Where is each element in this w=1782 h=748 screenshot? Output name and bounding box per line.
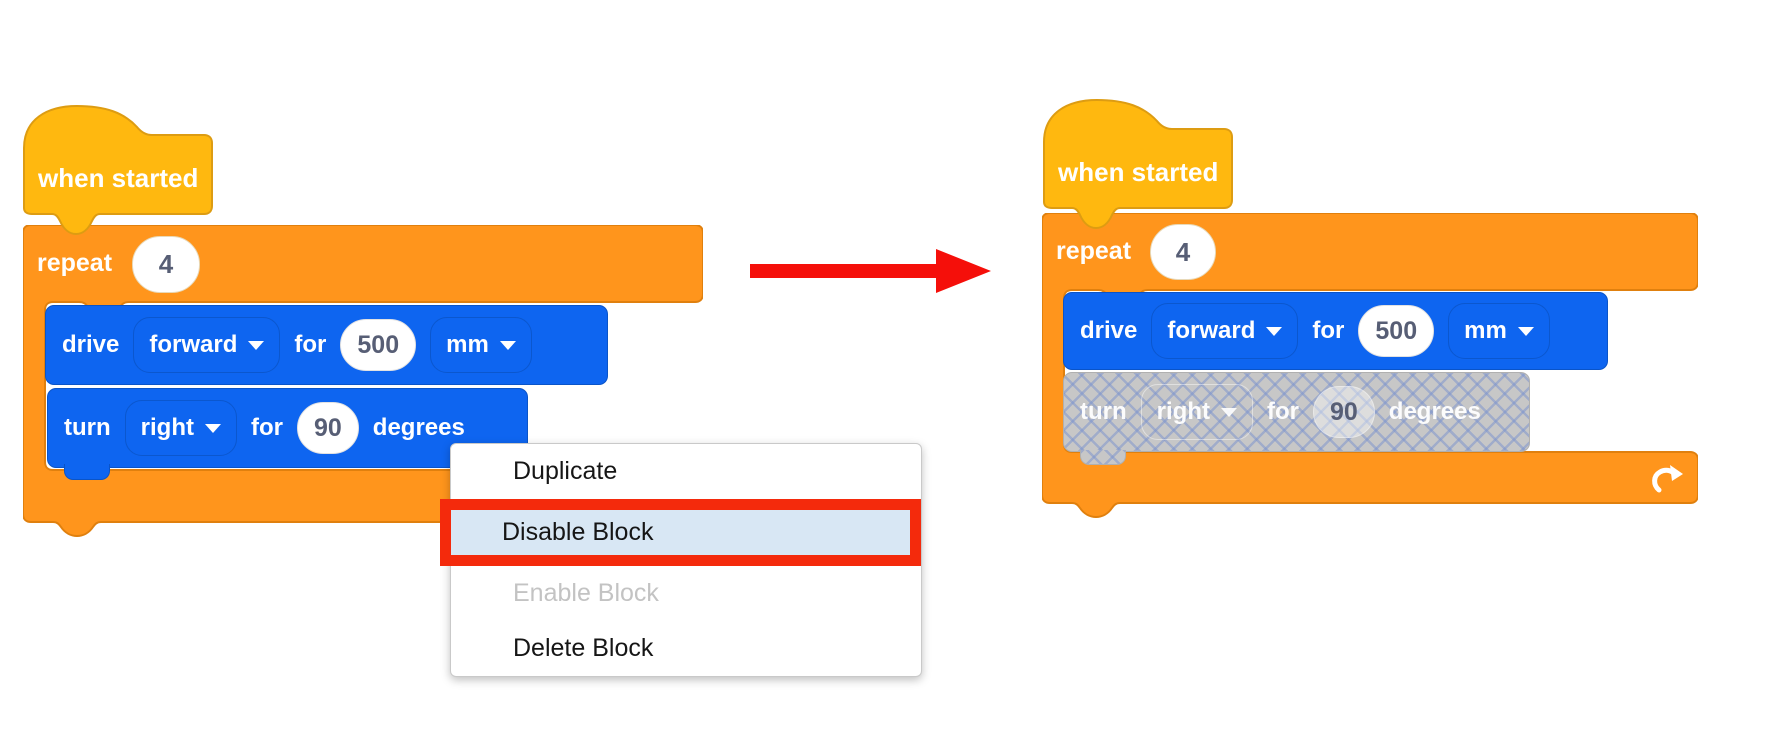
when-started-hat-block-result[interactable]: [1040, 96, 1236, 232]
drive-block-result[interactable]: drive forward for 500 mm: [1063, 292, 1608, 370]
chevron-down-icon: [248, 340, 265, 350]
drive-distance-input[interactable]: 500: [1358, 305, 1435, 357]
drive-unit-dropdown[interactable]: mm: [1448, 303, 1550, 359]
chevron-down-icon: [1517, 326, 1534, 336]
drive-direction-dropdown[interactable]: forward: [1151, 303, 1299, 359]
turn-block-disabled-bottom-tab: [1080, 450, 1126, 465]
repeat-block-result[interactable]: [1042, 213, 1698, 518]
repeat-label: repeat: [1056, 237, 1132, 265]
menu-item-duplicate[interactable]: Duplicate: [513, 457, 618, 485]
when-started-label: when started: [1058, 157, 1219, 187]
repeat-label: repeat: [37, 249, 113, 277]
menu-item-delete-block[interactable]: Delete Block: [513, 634, 654, 662]
chevron-down-icon: [1220, 407, 1237, 417]
turn-angle-input[interactable]: 90: [1312, 386, 1375, 438]
drive-verb-label: drive: [62, 331, 120, 358]
drive-direction-value: forward: [149, 331, 238, 358]
repeat-count-input[interactable]: 4: [132, 236, 200, 293]
drive-unit-value: mm: [1464, 317, 1507, 344]
chevron-down-icon: [204, 423, 221, 433]
repeat-arrow-icon: [1652, 465, 1683, 493]
repeat-count-input[interactable]: 4: [1150, 224, 1216, 280]
turn-for-label: for: [250, 414, 283, 441]
turn-direction-value: right: [140, 414, 194, 441]
drive-for-label: for: [1312, 317, 1345, 344]
turn-for-label: for: [1266, 398, 1299, 425]
drive-for-label: for: [294, 331, 327, 358]
menu-item-disable-block[interactable]: Disable Block: [502, 518, 654, 546]
context-menu: Duplicate Disable Block Enable Block Del…: [440, 443, 922, 677]
drive-distance-input[interactable]: 500: [340, 319, 417, 371]
drive-direction-value: forward: [1167, 317, 1256, 344]
transition-arrow-right-icon: [750, 249, 992, 293]
chevron-down-icon: [499, 340, 516, 350]
turn-block[interactable]: turn right for 90 degrees: [47, 388, 528, 468]
turn-verb-label: turn: [64, 414, 111, 441]
turn-direction-value: right: [1156, 398, 1210, 425]
turn-block-disabled[interactable]: turn right for 90 degrees: [1063, 372, 1530, 452]
selection-highlight-box: Disable Block: [440, 499, 921, 566]
turn-direction-dropdown[interactable]: right: [1140, 384, 1253, 440]
drive-unit-value: mm: [446, 331, 489, 358]
when-started-label: when started: [38, 163, 199, 193]
menu-item-enable-block: Enable Block: [513, 579, 659, 607]
turn-block-bottom-tab: [64, 464, 110, 480]
drive-verb-label: drive: [1080, 317, 1138, 344]
turn-verb-label: turn: [1080, 398, 1127, 425]
turn-angle-input[interactable]: 90: [296, 402, 359, 454]
drive-direction-dropdown[interactable]: forward: [133, 317, 281, 373]
turn-direction-dropdown[interactable]: right: [124, 400, 237, 456]
when-started-hat-block[interactable]: [20, 102, 216, 238]
turn-unit-label: degrees: [1388, 398, 1481, 425]
drive-unit-dropdown[interactable]: mm: [430, 317, 532, 373]
drive-block[interactable]: drive forward for 500 mm: [45, 305, 608, 385]
chevron-down-icon: [1266, 326, 1283, 336]
turn-unit-label: degrees: [372, 414, 465, 441]
